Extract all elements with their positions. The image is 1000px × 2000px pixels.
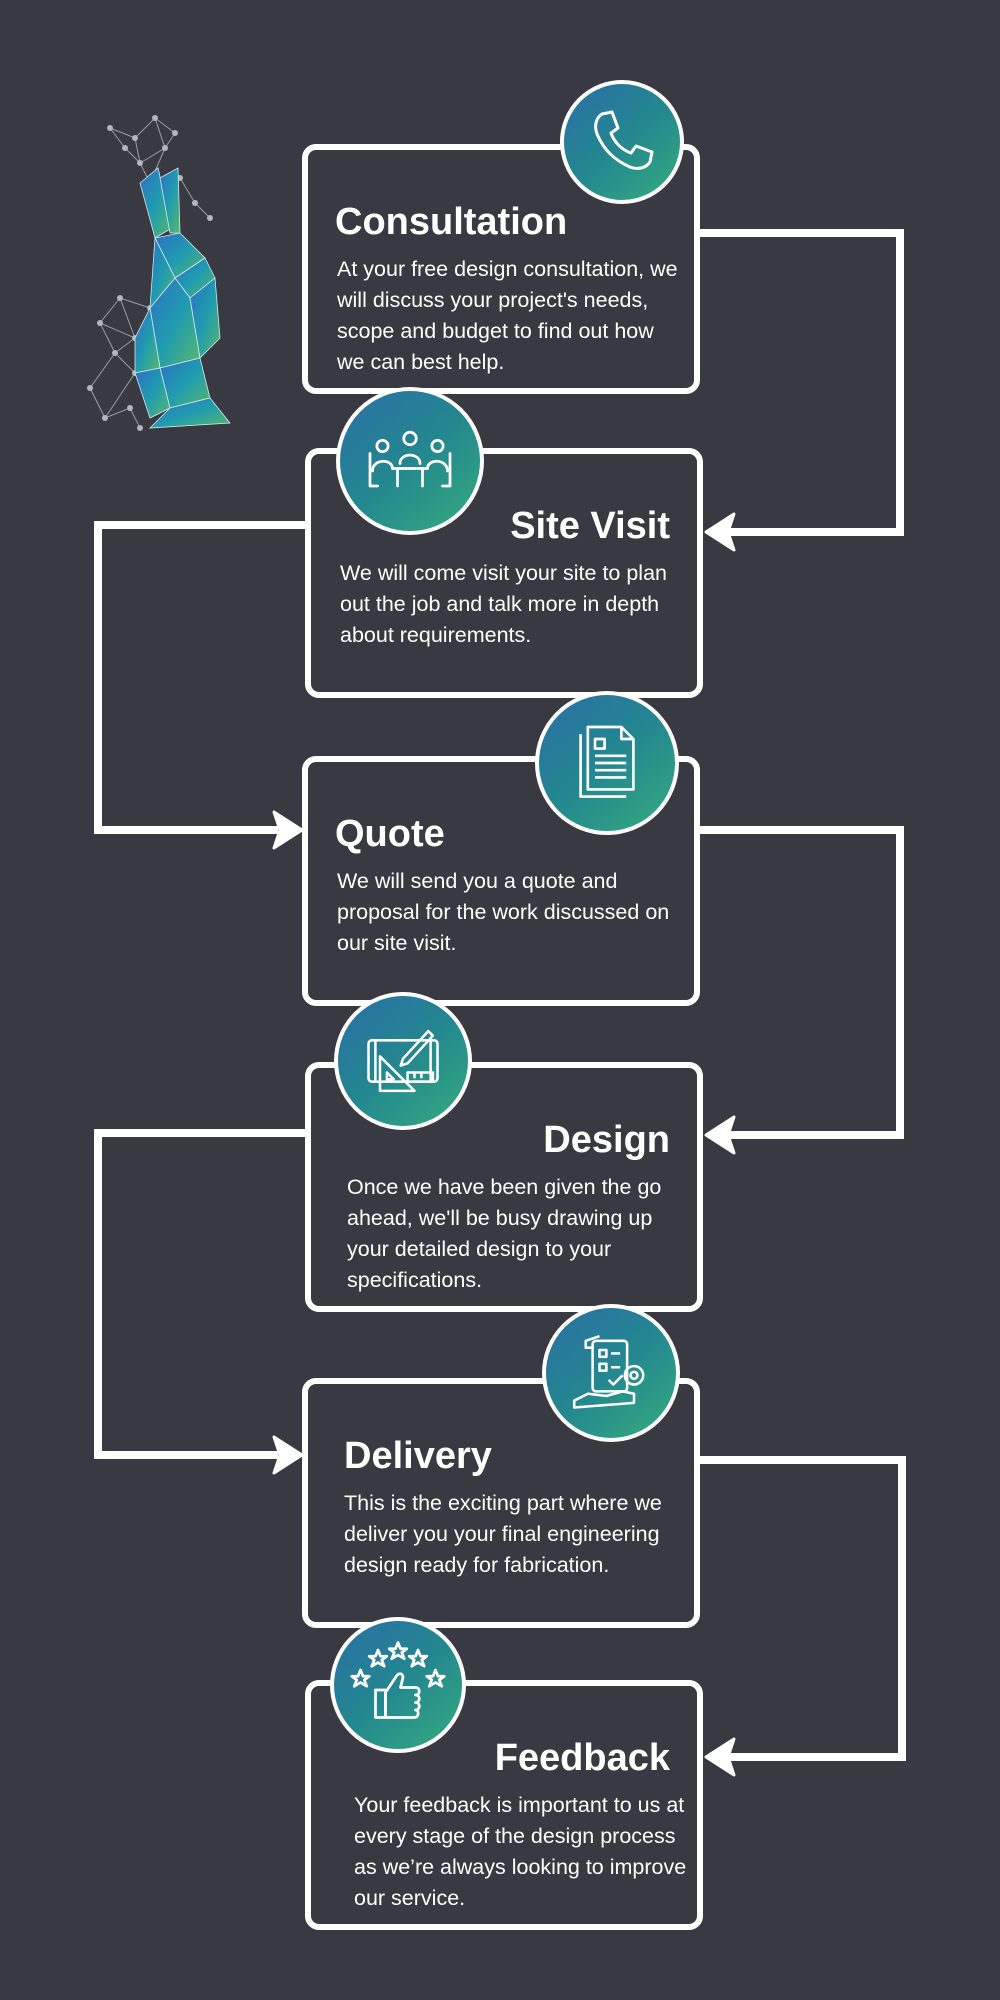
arrowhead-feedback bbox=[704, 1737, 736, 1777]
thumbs-up-stars-icon bbox=[330, 1617, 466, 1753]
engineering-delivery-icon bbox=[542, 1304, 680, 1442]
connector-consultation-to-sitevisit bbox=[700, 229, 904, 536]
step-title: Quote bbox=[335, 813, 445, 855]
document-icon bbox=[535, 691, 679, 835]
step-delivery: Delivery This is the exciting part where… bbox=[302, 1378, 700, 1628]
step-site-visit: Site Visit We will come visit your site … bbox=[305, 448, 703, 698]
step-description: Once we have been given the go ahead, we… bbox=[347, 1175, 662, 1292]
step-description: We will send you a quote and proposal fo… bbox=[337, 869, 670, 955]
phone-icon bbox=[560, 80, 684, 204]
connector-sitevisit-to-quote bbox=[94, 521, 308, 834]
step-title: Feedback bbox=[494, 1737, 670, 1779]
arrowhead-sitevisit bbox=[704, 512, 736, 552]
polygon-rabbit-icon bbox=[87, 115, 231, 431]
step-description: At your free design consultation, we wil… bbox=[337, 257, 678, 374]
arrowhead-quote bbox=[272, 810, 304, 850]
step-description: This is the exciting part where we deliv… bbox=[344, 1491, 662, 1577]
step-description: Your feedback is important to us at ever… bbox=[354, 1793, 687, 1910]
meeting-icon bbox=[336, 387, 484, 535]
step-title: Design bbox=[543, 1119, 670, 1161]
connector-quote-to-design bbox=[700, 826, 904, 1139]
step-description: We will come visit your site to plan out… bbox=[340, 561, 667, 647]
connector-design-to-delivery bbox=[94, 1129, 308, 1459]
step-title: Delivery bbox=[344, 1435, 492, 1477]
step-title: Consultation bbox=[335, 201, 568, 243]
connector-delivery-to-feedback bbox=[700, 1456, 906, 1761]
step-title: Site Visit bbox=[510, 505, 670, 547]
step-consultation: Consultation At your free design consult… bbox=[302, 144, 700, 394]
arrowhead-design bbox=[704, 1115, 736, 1155]
blueprint-icon bbox=[334, 992, 472, 1130]
arrowhead-delivery bbox=[272, 1435, 304, 1475]
